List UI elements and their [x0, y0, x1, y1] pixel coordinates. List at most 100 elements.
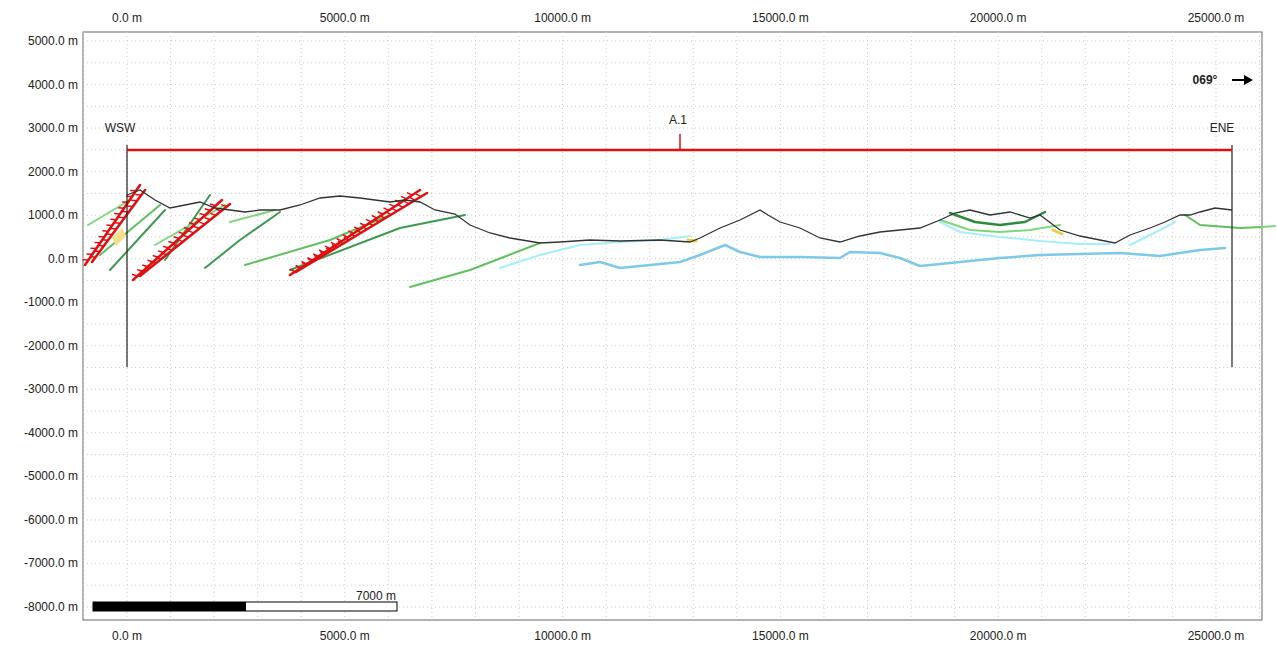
- axis-label: 0.0 m: [112, 11, 142, 25]
- axis-label: 10000.0 m: [534, 11, 591, 25]
- fault-tooth: [131, 199, 137, 201]
- axis-label: -5000.0 m: [24, 469, 78, 483]
- fault-tooth: [344, 237, 349, 240]
- fault-tooth: [296, 266, 301, 269]
- axis-label: 20000.0 m: [970, 629, 1027, 643]
- fault-tooth: [118, 207, 124, 209]
- section-end: [1231, 145, 1232, 367]
- grid-line: [83, 84, 1262, 85]
- section-end: [126, 145, 127, 367]
- fault-tooth: [127, 205, 133, 207]
- axis-label: -7000.0 m: [24, 556, 78, 570]
- axis-label: 0.0 m: [112, 629, 142, 643]
- fault-tooth: [308, 259, 313, 262]
- fault-tooth: [398, 205, 403, 208]
- fault-tooth: [179, 232, 185, 234]
- fault-tooth: [290, 269, 295, 272]
- grid-line: [83, 171, 1262, 172]
- grid-line: [83, 106, 1262, 107]
- grid-line: [83, 302, 1262, 303]
- grid-line: [83, 432, 1262, 433]
- horizon: [940, 222, 1110, 244]
- fault-tooth: [174, 237, 180, 239]
- horizon: [230, 210, 275, 222]
- grid-line: [127, 32, 128, 620]
- grid-line: [83, 149, 1262, 150]
- fault-tooth: [200, 213, 206, 215]
- grid-line: [83, 519, 1262, 520]
- section-name: A.1: [669, 113, 687, 127]
- fault-tooth: [384, 208, 389, 211]
- grid-line: [83, 454, 1262, 455]
- fault-tooth: [302, 263, 307, 266]
- fault-tooth: [194, 226, 199, 228]
- horizon: [580, 245, 1225, 268]
- fault-tooth: [401, 196, 406, 199]
- fault-tooth: [132, 274, 138, 276]
- grid-line: [83, 324, 1262, 325]
- axis-label: 15000.0 m: [752, 629, 809, 643]
- fault-tooth: [119, 216, 125, 218]
- thrust-fault: [85, 185, 140, 265]
- grid-line: [736, 32, 737, 620]
- grid-line: [83, 563, 1262, 564]
- fault-tooth: [123, 211, 129, 213]
- horizon: [1262, 226, 1275, 227]
- fault-tooth: [326, 248, 331, 251]
- fault-tooth: [205, 209, 211, 211]
- horizon: [205, 212, 280, 268]
- grid-line: [83, 498, 1262, 499]
- axis-label: 5000.0 m: [28, 34, 78, 48]
- end-label: WSW: [105, 121, 136, 135]
- fault-tooth: [106, 224, 112, 226]
- grid-line: [1259, 32, 1260, 620]
- thrust-fault: [296, 193, 427, 272]
- fault-tooth: [337, 239, 342, 242]
- horizon: [410, 243, 540, 287]
- grid-line: [83, 258, 1262, 259]
- fault-tooth: [115, 222, 121, 224]
- axis-label: 0.0 m: [48, 252, 78, 266]
- thrust-fault: [133, 200, 222, 280]
- grid-line: [823, 32, 824, 620]
- topography: [127, 190, 1232, 243]
- fault-tooth: [158, 251, 164, 253]
- grid-line: [562, 32, 563, 620]
- fault-tooth: [102, 230, 108, 232]
- axis-label: 4000.0 m: [28, 78, 78, 92]
- fault-tooth: [94, 242, 100, 244]
- fault-tooth: [150, 261, 155, 263]
- axis-label: -2000.0 m: [24, 339, 78, 353]
- thrust-fault: [290, 190, 420, 275]
- grid-line: [1041, 32, 1042, 620]
- fault-tooth: [366, 219, 371, 222]
- axis-label: -1000.0 m: [24, 295, 78, 309]
- grid-line: [954, 32, 955, 620]
- grid-line: [780, 32, 781, 620]
- horizon: [1130, 222, 1175, 245]
- fault-tooth: [135, 194, 141, 196]
- end-label: ENE: [1210, 121, 1235, 135]
- grid-line: [170, 32, 171, 620]
- fault-tooth: [368, 223, 373, 226]
- grid-line: [83, 62, 1262, 63]
- axis-label: -6000.0 m: [24, 513, 78, 527]
- grid-line: [519, 32, 520, 620]
- grid-line: [388, 32, 389, 620]
- fault-tooth: [380, 216, 385, 219]
- axis-label: -3000.0 m: [24, 382, 78, 396]
- axis-label: 5000.0 m: [320, 11, 370, 25]
- fault-tooth: [392, 208, 397, 211]
- fault-tooth: [360, 223, 365, 226]
- fault-tooth: [156, 257, 161, 259]
- fault-tooth: [348, 231, 353, 234]
- fault-tooth: [320, 252, 325, 255]
- fault-tooth: [205, 218, 210, 220]
- fault-tooth: [98, 245, 104, 247]
- grid-line: [83, 32, 84, 620]
- axis-label: 25000.0 m: [1188, 11, 1245, 25]
- grid-line: [83, 193, 1262, 194]
- plot-frame: [83, 32, 1262, 620]
- thrust-fault: [92, 190, 145, 262]
